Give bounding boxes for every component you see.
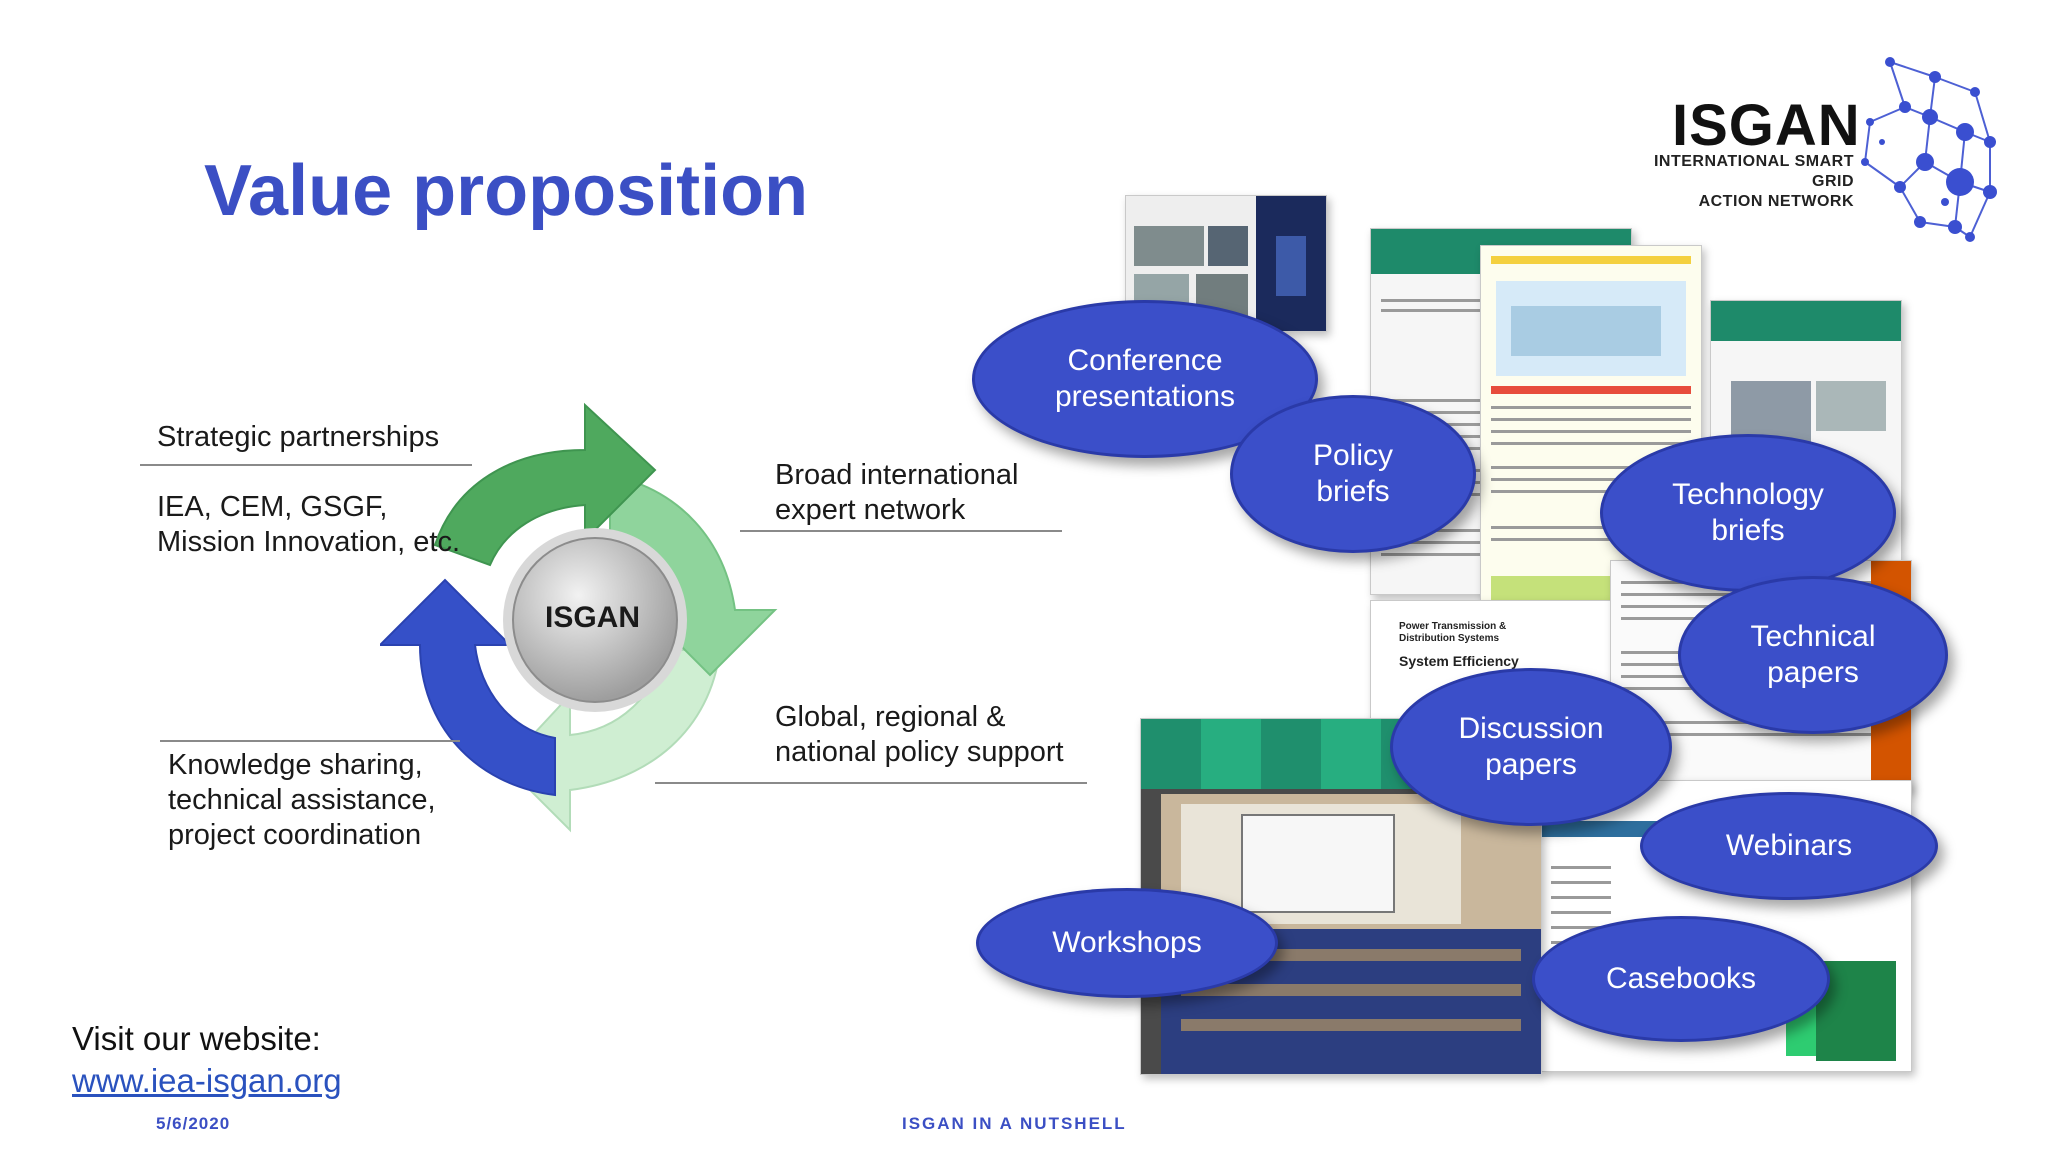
report-heading-line2: Distribution Systems [1399, 633, 1500, 644]
label-knowledge-line1: Knowledge sharing, [168, 749, 423, 781]
oval-discussion-line1: Discussion [1458, 712, 1604, 745]
logo-subtitle: INTERNATIONAL SMART GRID ACTION NETWORK [1626, 152, 1854, 212]
report-heading-system: System Efficiency [1399, 653, 1519, 669]
oval-technical-line1: Technical [1750, 620, 1876, 653]
divider-broad [740, 530, 1062, 532]
website-label: Visit our website: [72, 1020, 321, 1057]
cycle-diagram [380, 402, 778, 833]
divider-knowledge [160, 740, 460, 742]
oval-policy-line1: Policy [1312, 439, 1394, 472]
cycle-arrow-blue [380, 578, 556, 797]
oval-technology-line1: Technology [1672, 478, 1824, 511]
footer-title: ISGAN IN A NUTSHELL [902, 1114, 1127, 1133]
label-broad-line1: Broad international [775, 459, 1019, 491]
label-strategic-heading: Strategic partnerships [157, 421, 440, 453]
logo-subtitle-line2: ACTION NETWORK [1698, 193, 1854, 210]
webinars-oval: Webinars [1640, 792, 1938, 900]
divider-strategic [140, 464, 472, 466]
oval-workshops-label: Workshops [1052, 926, 1202, 959]
slide-title: Value proposition [204, 151, 809, 231]
oval-conference-line1: Conference [1067, 344, 1223, 377]
oval-discussion-line2: papers [1485, 748, 1577, 781]
report-heading-line1: Power Transmission & [1399, 621, 1507, 632]
oval-casebooks-label: Casebooks [1605, 962, 1757, 995]
label-strategic-line1: IEA, CEM, GSGF, [157, 491, 388, 523]
website-link[interactable]: www.iea-isgan.org [72, 1062, 342, 1099]
footer-date: 5/6/2020 [156, 1114, 231, 1133]
logo-subtitle-line1: INTERNATIONAL SMART GRID [1653, 153, 1854, 190]
label-policy-line2: national policy support [775, 736, 1064, 768]
network-logo-icon [1861, 57, 1997, 242]
workshops-oval: Workshops [976, 888, 1278, 998]
cycle-arrow-dark-green [433, 402, 657, 567]
label-knowledge-line3: project coordination [168, 819, 422, 851]
label-policy-line1: Global, regional & [775, 701, 1006, 733]
logo-wordmark: ISGAN [1672, 93, 1861, 158]
oval-technical-line2: papers [1767, 656, 1859, 689]
oval-technology-line2: briefs [1711, 514, 1785, 547]
divider-policy [655, 782, 1087, 784]
cycle-center-label: ISGAN [545, 601, 641, 634]
label-strategic-line2: Mission Innovation, etc. [157, 526, 461, 558]
label-knowledge-line2: technical assistance, [168, 784, 436, 816]
casebooks-oval: Casebooks [1532, 916, 1830, 1042]
oval-conference-line2: presentations [1054, 380, 1236, 413]
oval-webinars-label: Webinars [1725, 829, 1853, 862]
label-broad-line2: expert network [775, 494, 966, 526]
oval-policy-line2: briefs [1316, 475, 1390, 508]
